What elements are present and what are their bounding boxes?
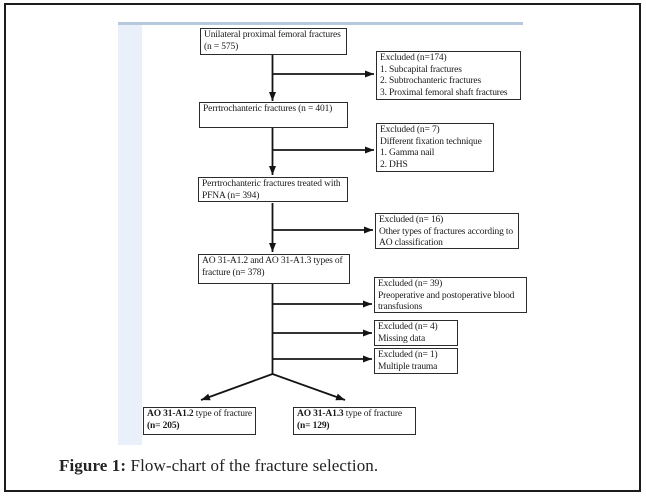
box-text-line: 2. DHS xyxy=(380,159,408,170)
box-text-line: AO 31-A1.2 type of fracture xyxy=(147,409,252,421)
excluded-box-7: Excluded (n= 7) Different fixation techn… xyxy=(376,123,494,172)
box-text-line: 1. Subcapital fractures xyxy=(380,64,462,75)
figure-caption-label: Figure 1: xyxy=(59,456,127,475)
box-text-line: fracture (n= 378) xyxy=(202,267,265,278)
page-top-rule xyxy=(118,22,523,25)
box-text-line: Perrtrochanteric fractures (n = 401) xyxy=(203,104,333,114)
excluded-box-1: Excluded (n= 1) Multiple trauma xyxy=(374,348,458,374)
box-text-line: transfusions xyxy=(378,302,423,312)
box-text-line: Perrtrochanteric fractures treated with xyxy=(202,179,341,189)
box-text-line: Missing data xyxy=(378,333,426,344)
box-text-line: Excluded (n= 1) xyxy=(378,350,438,360)
excluded-box-39: Excluded (n= 39) Preoperative and postop… xyxy=(374,277,527,313)
box-text-line: Excluded (n=174) xyxy=(380,53,447,63)
figure-frame xyxy=(4,3,641,492)
box-text-bold: AO 31-A1.2 xyxy=(147,409,194,419)
flow-box-pfna-treated: Perrtrochanteric fractures treated with … xyxy=(198,177,348,202)
box-text-line: Preoperative and postoperative blood xyxy=(378,290,515,301)
flow-box-ao-fracture-types: AO 31-A1.2 and AO 31-A1.3 types of fract… xyxy=(198,254,350,284)
excluded-box-4: Excluded (n= 4) Missing data xyxy=(374,320,458,346)
box-text-line: AO 31-A1.3 type of fracture xyxy=(297,409,412,421)
box-text-line: Excluded (n= 7) xyxy=(380,125,440,135)
box-text-line: 1. Gamma nail xyxy=(380,148,435,158)
page-margin-strip xyxy=(118,25,142,445)
final-box-a12: AO 31-A1.2 type of fracture (n= 205) xyxy=(143,407,256,435)
excluded-box-16: Excluded (n= 16) Other types of fracture… xyxy=(375,213,519,249)
box-text-rest: type of fracture xyxy=(193,409,252,419)
figure-caption-text: Flow-chart of the fracture selection. xyxy=(126,456,379,475)
box-text-line: (n= 129) xyxy=(297,420,330,431)
figure-caption: Figure 1: Flow-chart of the fracture sel… xyxy=(59,455,378,476)
box-text-line: 3. Proximal femoral shaft fractures xyxy=(380,87,508,98)
box-text-line: Excluded (n= 39) xyxy=(378,279,443,289)
box-text-line: (n= 205) xyxy=(147,420,180,431)
box-text-line: Different fixation technique xyxy=(380,136,482,147)
box-text-line: Multiple trauma xyxy=(378,361,438,372)
box-text-line: PFNA (n= 394) xyxy=(202,190,260,201)
flow-box-unilateral-proximal-fractures: Unilateral proximal femoral fractures (n… xyxy=(200,28,347,55)
box-text-line: Other types of fractures according to xyxy=(379,226,513,237)
box-text-line: (n = 575) xyxy=(204,41,239,52)
box-text-line: 2. Subtrochanteric fractures xyxy=(380,76,482,86)
box-text-line: AO classification xyxy=(379,238,443,248)
excluded-box-174: Excluded (n=174) 1. Subcapital fractures… xyxy=(376,51,521,100)
box-text-rest: type of fracture xyxy=(343,409,402,419)
box-text-line: AO 31-A1.2 and AO 31-A1.3 types of xyxy=(202,256,343,266)
box-text-line: Unilateral proximal femoral fractures xyxy=(204,30,341,40)
final-box-a13: AO 31-A1.3 type of fracture (n= 129) xyxy=(293,407,416,435)
box-text-line: Excluded (n= 16) xyxy=(379,215,444,225)
flow-box-pertrochanteric-fractures: Perrtrochanteric fractures (n = 401) xyxy=(199,102,348,128)
box-text-line: Excluded (n= 4) xyxy=(378,322,438,332)
box-text-bold: AO 31-A1.3 xyxy=(297,409,344,419)
